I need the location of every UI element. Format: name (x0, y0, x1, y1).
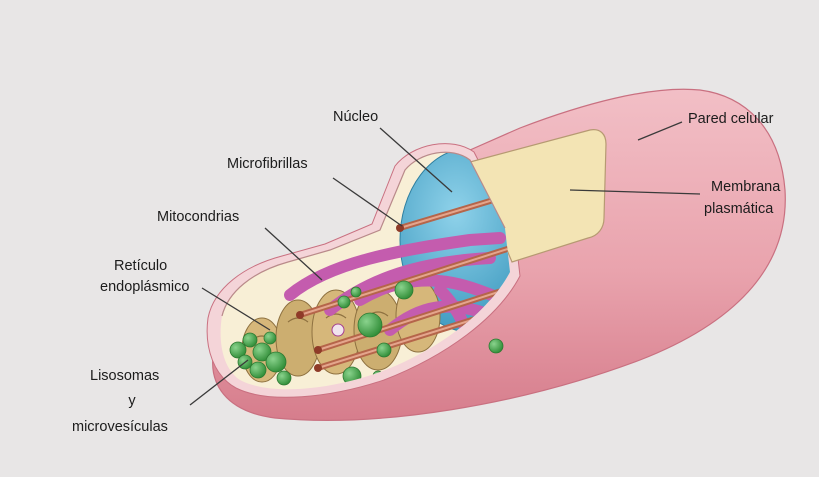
label-membrana-1: Membrana (711, 179, 781, 195)
label-membrana-2: plasmática (704, 201, 774, 217)
vacuole-small (332, 324, 344, 336)
vesicle-outer (489, 339, 503, 353)
label-reticulo-1: Retículo (114, 258, 167, 274)
label-mitocondrias: Mitocondrias (157, 209, 239, 225)
label-lisosomas-3: microvesículas (72, 419, 168, 435)
label-microfibrillas: Microfibrillas (227, 156, 308, 172)
label-nucleo: Núcleo (333, 109, 378, 125)
label-pared: Pared celular (688, 111, 774, 127)
label-reticulo-2: endoplásmico (100, 279, 189, 295)
label-lisosomas-1: Lisosomas (90, 368, 159, 384)
label-lisosomas-2: y (128, 393, 136, 409)
